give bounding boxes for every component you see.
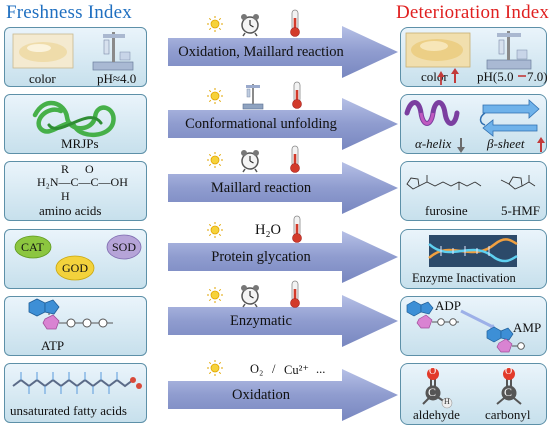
amp-molecule-icon xyxy=(486,326,525,353)
freshness-box-fatty-acids: unsaturated fatty acids xyxy=(4,363,147,423)
arrow-row-4 xyxy=(168,231,398,283)
atp-molecule-icon xyxy=(28,298,113,330)
formula-o: O xyxy=(85,162,94,176)
deterioration-box-secondary-structure: α-helix β-sheet xyxy=(400,94,547,154)
deterioration-box-maillard-products: furosine 5-HMF xyxy=(400,161,547,221)
condition-oxygen: O₂ xyxy=(250,362,264,376)
atom-h: H xyxy=(444,397,450,406)
condition-water: H₂O xyxy=(255,222,281,238)
deterioration-box-oxidation-products: O C H O C aldehyde carbonyl xyxy=(400,363,547,425)
aldehyde-molecule-icon xyxy=(422,368,453,409)
ph-meter-icon xyxy=(92,32,134,71)
label-sod: SOD xyxy=(112,240,137,254)
label-alpha-helix: α-helix xyxy=(415,136,452,151)
freshness-box-mrjps: MRJPs xyxy=(4,94,147,154)
process-label-6: Oxidation xyxy=(232,387,290,403)
deterioration-box-enzyme-inactivation: Enzyme Inactivation xyxy=(400,229,547,289)
label-ph-aged-start: pH(5.0 xyxy=(477,69,514,84)
deterioration-index-title: Deterioration Index xyxy=(396,2,550,23)
label-beta-sheet: β-sheet xyxy=(487,136,525,151)
arrow-row-5 xyxy=(168,295,398,347)
formula-main: H₂N—C—C—OH xyxy=(37,175,128,189)
arrow-row-1 xyxy=(168,26,398,78)
deterioration-box-adp-amp: ADP AMP xyxy=(400,296,547,356)
label-adp: ADP xyxy=(435,298,462,313)
adp-molecule-icon xyxy=(406,300,459,329)
label-cat: CAT xyxy=(21,240,44,254)
furosine-structure-icon xyxy=(406,175,482,190)
label-fatty-acids: unsaturated fatty acids xyxy=(10,403,127,418)
process-label-5: Enzymatic xyxy=(229,313,292,329)
increase-arrow-icon xyxy=(451,68,459,83)
alpha-helix-icon xyxy=(404,100,460,126)
condition-copper: Cu²⁺ xyxy=(284,363,309,377)
label-enzyme-inactivation: Enzyme Inactivation xyxy=(412,271,516,285)
ph-meter-icon xyxy=(486,31,532,70)
hmf-structure-icon xyxy=(500,175,536,190)
atom-c-left: C xyxy=(428,385,437,399)
fatty-acid-chain-icon xyxy=(12,372,142,394)
condition-separator: / xyxy=(272,362,276,376)
carbonyl-molecule-icon xyxy=(496,368,522,405)
god-enzyme-icon xyxy=(55,255,95,281)
freshness-box-atp: ATP xyxy=(4,296,147,356)
beta-sheet-icon xyxy=(479,99,540,137)
atom-c-right: C xyxy=(504,385,513,399)
process-label-3: Maillard reaction xyxy=(210,180,312,196)
atom-o-left: O xyxy=(429,366,437,377)
label-atp: ATP xyxy=(41,338,65,353)
deterioration-box-color-ph: color pH(5.0 7.0) xyxy=(400,27,548,87)
label-aldehyde: aldehyde xyxy=(413,407,460,422)
cat-enzyme-icon xyxy=(14,235,52,259)
process-label-2: Conformational unfolding xyxy=(185,116,337,132)
label-furosine: furosine xyxy=(425,203,468,218)
conversion-arrow-line xyxy=(460,309,494,329)
label-god: GOD xyxy=(62,261,88,275)
atom-o-right: O xyxy=(505,366,513,377)
decrease-arrow-icon xyxy=(457,138,465,153)
increase-arrow-icon xyxy=(437,71,445,85)
sod-enzyme-icon xyxy=(106,234,142,260)
formula-r: R xyxy=(61,162,70,176)
freshness-box-enzymes: CAT SOD GOD xyxy=(4,229,147,289)
process-label-4: Protein glycation xyxy=(211,249,311,265)
label-color: color xyxy=(29,71,56,86)
condition-ellipsis: ... xyxy=(316,362,326,376)
label-mrjps: MRJPs xyxy=(61,136,99,151)
freshness-index-title: Freshness Index xyxy=(6,2,132,23)
formula-h: H xyxy=(61,189,70,203)
increase-arrow-icon xyxy=(537,137,545,152)
protein-ribbon-icon xyxy=(32,100,116,137)
process-label-1: Oxidation, Maillard reaction xyxy=(178,44,344,60)
label-ph-fresh: pH≈4.0 xyxy=(97,71,137,86)
label-amp: AMP xyxy=(513,320,542,335)
label-5-hmf: 5-HMF xyxy=(501,203,541,218)
dna-helix-icon xyxy=(428,238,518,263)
freshness-box-color-ph: color pH≈4.0 xyxy=(4,27,147,87)
freshness-box-amino-acids: R O H₂N—C—C—OH H amino acids xyxy=(4,161,147,221)
label-amino-acids: amino acids xyxy=(39,203,102,218)
arrow-row-2 xyxy=(168,98,398,150)
label-ph-aged-end: 7.0) xyxy=(527,69,548,84)
ph-meter-icon xyxy=(242,84,264,110)
label-carbonyl: carbonyl xyxy=(485,407,531,422)
arrow-row-6 xyxy=(168,369,398,421)
arrow-row-3 xyxy=(168,162,398,214)
